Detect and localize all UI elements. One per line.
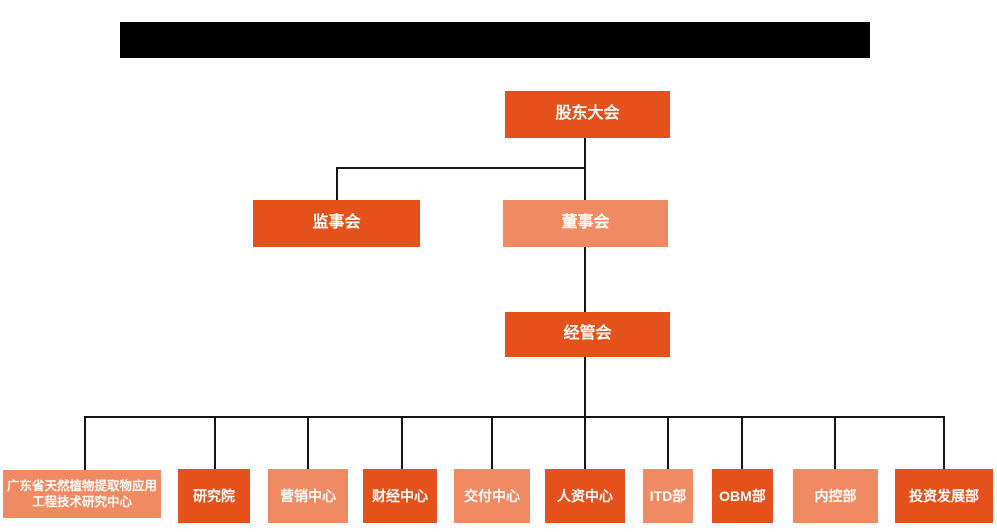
connector-drop-dept-4 [401, 416, 403, 469]
dept-research-institute-label: 研究院 [193, 487, 235, 504]
connector-line-to-supervisory [336, 167, 338, 200]
connector-drop-dept-8 [741, 416, 743, 469]
dept-investment-development: 投资发展部 [895, 469, 993, 523]
dept-obm: OBM部 [712, 469, 773, 523]
node-shareholders-meeting-label: 股东大会 [555, 105, 620, 123]
connector-drop-dept-10 [943, 416, 945, 469]
dept-internal-control-label: 内控部 [814, 487, 857, 504]
dept-itd: ITD部 [643, 469, 693, 523]
node-supervisory-board: 监事会 [253, 200, 420, 247]
dept-delivery-center: 交付中心 [454, 469, 530, 523]
dept-internal-control: 内控部 [793, 469, 878, 523]
connector-drop-dept-3 [307, 416, 309, 469]
dept-finance-center: 财经中心 [363, 469, 437, 523]
node-shareholders-meeting: 股东大会 [505, 91, 670, 138]
connector-drop-dept-5 [491, 416, 493, 469]
connector-drop-dept-7 [667, 416, 669, 469]
connector-line-departments-horizontal [84, 416, 945, 418]
dept-hr-center-label: 人资中心 [557, 487, 613, 504]
dept-hr-center: 人资中心 [545, 469, 625, 523]
dept-itd-label: ITD部 [649, 487, 687, 504]
dept-guangdong-research-center: 广东省天然植物提取物应用工程技术研究中心 [3, 470, 161, 518]
dept-guangdong-research-center-label: 广东省天然植物提取物应用工程技术研究中心 [7, 478, 158, 509]
dept-marketing-center-label: 营销中心 [280, 487, 336, 504]
node-board-of-directors-label: 董事会 [561, 214, 610, 232]
connector-line-management-to-departments [584, 357, 586, 469]
connector-line-board-to-management [584, 247, 586, 312]
connector-line-branch-horizontal [336, 167, 586, 169]
dept-finance-center-label: 财经中心 [372, 487, 428, 504]
dept-investment-development-label: 投资发展部 [909, 487, 979, 504]
node-management-committee-label: 经管会 [563, 325, 612, 343]
node-board-of-directors: 董事会 [503, 200, 668, 247]
dept-delivery-center-label: 交付中心 [464, 487, 520, 504]
node-management-committee: 经管会 [505, 312, 670, 357]
dept-marketing-center: 营销中心 [268, 469, 348, 523]
connector-line-root-to-board [584, 138, 586, 200]
connector-drop-dept-1 [84, 416, 86, 470]
connector-drop-dept-2 [214, 416, 216, 469]
redacted-title-bar [120, 22, 870, 58]
dept-obm-label: OBM部 [719, 487, 766, 504]
node-supervisory-board-label: 监事会 [312, 214, 361, 232]
dept-research-institute: 研究院 [178, 469, 250, 523]
connector-drop-dept-9 [834, 416, 836, 469]
